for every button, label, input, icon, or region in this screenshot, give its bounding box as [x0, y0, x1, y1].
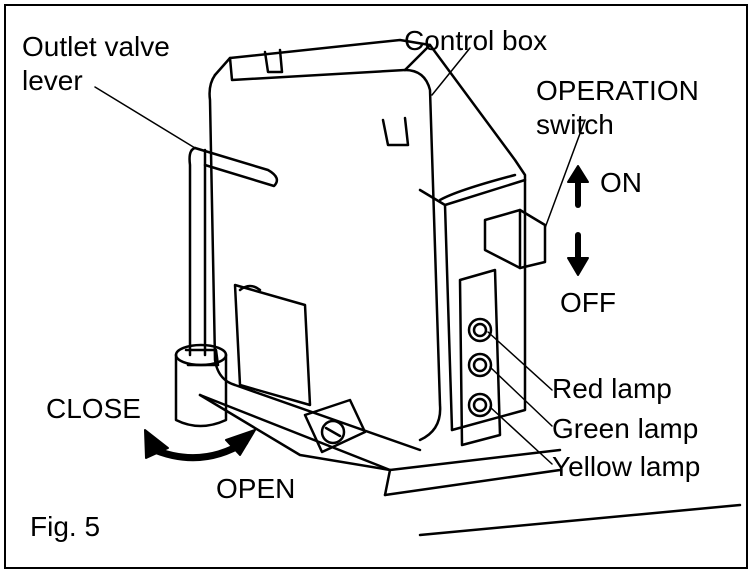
- off-arrow-icon: [567, 232, 589, 276]
- figure-frame: [4, 4, 748, 569]
- base-plate: [198, 393, 742, 537]
- on-arrow-icon: [567, 165, 589, 208]
- operation-switch-label-line2: switch: [536, 109, 614, 140]
- outlet-valve: [174, 146, 279, 428]
- yellow-lamp-label: Yellow lamp: [552, 451, 701, 482]
- control-box-body: [208, 38, 547, 452]
- green-lamp-label: Green lamp: [552, 413, 699, 444]
- screw: [303, 398, 367, 454]
- off-label: OFF: [560, 287, 616, 318]
- open-label: OPEN: [216, 473, 296, 504]
- outlet-valve-lever-label-line1: Outlet valve: [22, 31, 170, 62]
- figure-caption: Fig. 5: [30, 511, 101, 542]
- on-label: ON: [600, 167, 642, 198]
- panel-window: [233, 283, 312, 407]
- leader-lines: [94, 47, 586, 465]
- outlet-valve-lever-label-line2: lever: [22, 65, 83, 96]
- lamps: [467, 317, 493, 418]
- control-box-label: Control box: [404, 25, 548, 56]
- operation-switch-label-line1: OPERATION: [536, 75, 699, 106]
- red-lamp-label: Red lamp: [552, 373, 672, 404]
- close-label: CLOSE: [46, 393, 141, 424]
